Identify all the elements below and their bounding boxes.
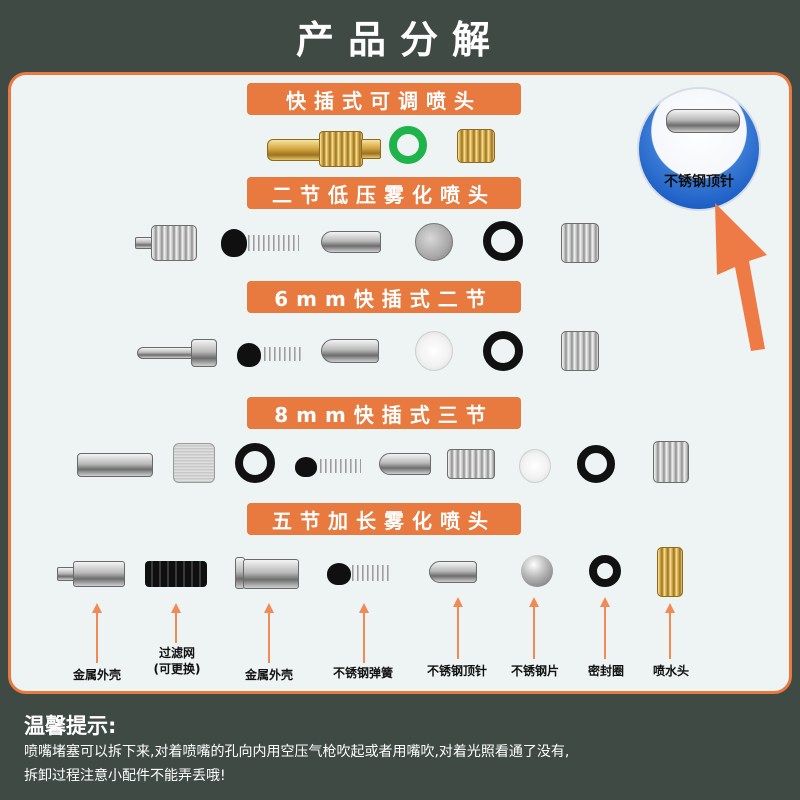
brass-adjustable-body (319, 131, 363, 167)
steel-sheet (521, 555, 553, 587)
pointer-arrow (359, 603, 369, 663)
caption-steel-spring: 不锈钢弹簧 (332, 666, 393, 680)
pointer-arrow (665, 603, 675, 659)
pointer-arrow (264, 603, 274, 663)
pointer-arrow (92, 603, 102, 663)
section-label-five-section: 五节加长雾化喷头 (247, 503, 521, 535)
metal-shell-2 (243, 559, 299, 589)
needle (321, 231, 381, 253)
caption-filter-net-line2: (可更换) (153, 662, 201, 676)
section-label-6mm: 6mm快插式二节 (247, 281, 521, 313)
product-breakdown-panel: 快插式可调喷头 二节低压雾化喷头 6mm快插式二节 8mm快插式三节 (8, 72, 792, 694)
tips-title: 温馨提示: (24, 714, 117, 738)
needle (429, 561, 477, 583)
tips-text: 喷嘴堵塞可以拆下来,对着喷嘴的孔向内用空压气枪吹起或者用嘴吹,对着光照看通了没有… (24, 740, 784, 788)
parts-row-two-section (11, 217, 795, 277)
caption-filter-net-line1: 过滤网 (158, 646, 195, 660)
tips-line-2: 拆卸过程注意小配件不能弄丢哦! (24, 768, 226, 784)
section-label-quick-adjustable: 快插式可调喷头 (247, 83, 521, 115)
spring (317, 459, 361, 473)
section-label-two-section-low-pressure: 二节低压雾化喷头 (247, 177, 521, 209)
caption-nozzle-head: 喷水头 (652, 664, 689, 678)
rubber-cap (221, 229, 247, 257)
pointer-arrow (453, 597, 463, 659)
parts-row-quick-adjustable (11, 123, 795, 173)
needle (321, 339, 379, 363)
pointer-arrow (171, 603, 181, 643)
parts-row-five-section (11, 545, 795, 615)
callout-badge (637, 87, 761, 211)
brass-quick-connector (267, 139, 323, 161)
quick-sleeve (77, 453, 153, 477)
page-title: 产品分解 (295, 17, 504, 62)
section-label-8mm: 8mm快插式三节 (247, 397, 521, 429)
white-filter (519, 449, 551, 483)
nozzle-head (657, 547, 683, 597)
spring (261, 347, 301, 361)
metal-body (151, 225, 197, 261)
page-header: 产品分解 (0, 0, 800, 72)
filter-net (145, 561, 207, 587)
caption-metal-shell-2: 金属外壳 (244, 668, 293, 682)
caption-steel-needle: 不锈钢顶针 (426, 664, 487, 678)
rubber-cap (327, 563, 351, 585)
o-ring (235, 443, 275, 483)
nozzle-cap (561, 223, 599, 263)
parts-row-8mm (11, 437, 795, 497)
callout-label: 不锈钢顶针 (664, 174, 734, 190)
quick-tube (137, 347, 197, 359)
tube-fitting (191, 339, 217, 367)
filter-mesh (173, 443, 215, 483)
white-filter (415, 331, 453, 371)
callout-arrow (715, 203, 767, 351)
rubber-cap (237, 343, 261, 367)
caption-filter-net: 过滤网 (可更换) (145, 645, 209, 677)
nozzle-cap (561, 331, 599, 371)
brass-cap (457, 129, 495, 163)
rubber-cap (295, 457, 317, 477)
o-ring (483, 221, 523, 261)
connector (447, 449, 495, 479)
nozzle-cap (653, 441, 689, 483)
green-o-ring (389, 126, 427, 164)
steel-disc (415, 223, 453, 261)
o-ring (483, 331, 523, 371)
caption-metal-shell: 金属外壳 (72, 668, 121, 682)
caption-steel-sheet: 不锈钢片 (510, 664, 559, 678)
o-ring (577, 445, 615, 483)
metal-shell-1 (73, 561, 125, 587)
brass-nozzle-tip (361, 139, 381, 159)
o-ring (589, 555, 621, 587)
needle (379, 453, 431, 475)
caption-seal-ring: 密封圈 (587, 664, 624, 678)
needle-closeup (666, 109, 740, 133)
parts-row-6mm (11, 321, 795, 381)
tips-line-1: 喷嘴堵塞可以拆下来,对着喷嘴的孔向内用空压气枪吹起或者用嘴吹,对着光照看通了没有… (24, 744, 570, 760)
pointer-arrow (600, 597, 610, 659)
pointer-arrow (529, 597, 539, 659)
spring (349, 565, 391, 581)
spring (245, 235, 299, 251)
